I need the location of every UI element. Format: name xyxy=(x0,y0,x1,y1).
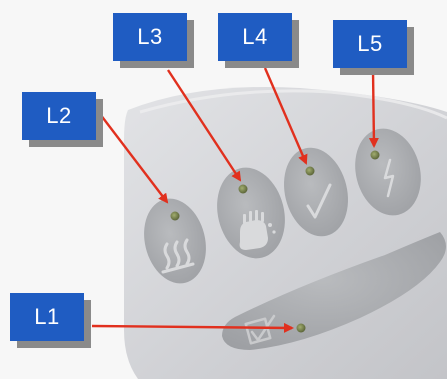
label-l3: L3 xyxy=(113,13,187,61)
arrow-l4 xyxy=(265,68,306,163)
label-l1: L1 xyxy=(10,293,84,341)
arrow-l1 xyxy=(92,326,292,328)
arrow-l3 xyxy=(168,70,240,180)
label-l5: L5 xyxy=(333,20,407,68)
label-l4: L4 xyxy=(218,13,292,61)
label-l2: L2 xyxy=(22,92,96,140)
arrow-l5 xyxy=(373,70,374,146)
arrow-l2 xyxy=(100,114,167,202)
